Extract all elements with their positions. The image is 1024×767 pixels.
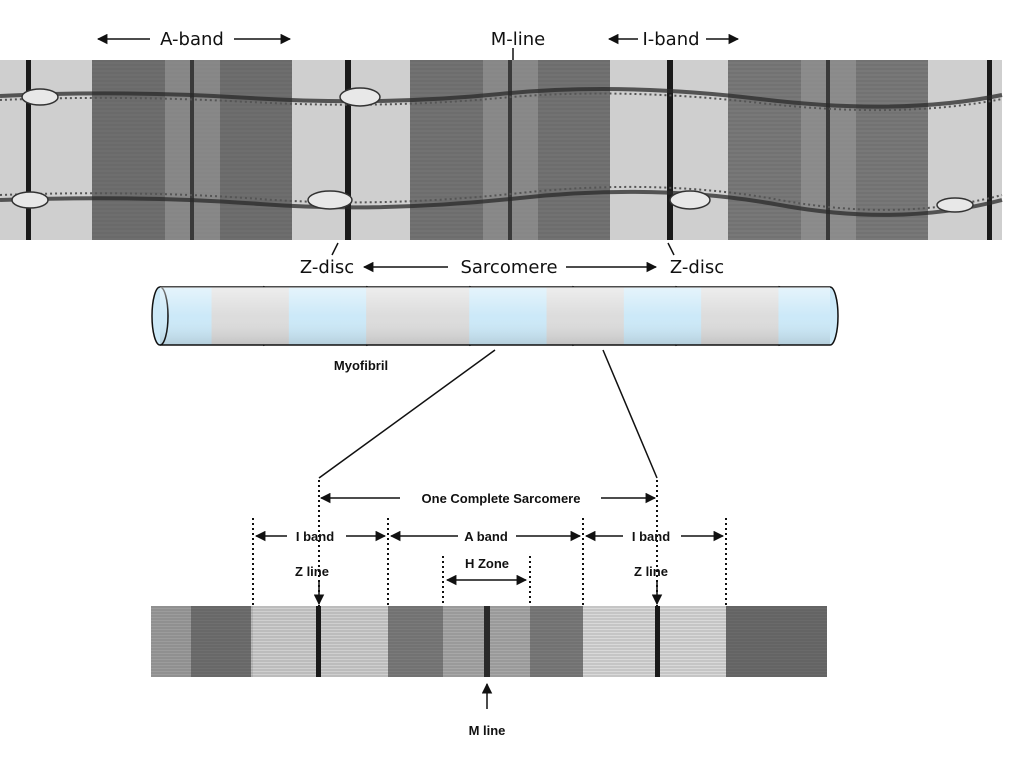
aband-label: A band [464,529,508,544]
sarcomere-micrograph [151,606,827,677]
z-disc-left-label: Z-disc [300,257,354,278]
micro-zline-right [655,606,660,677]
em-z-disc-3 [667,60,673,240]
micro-mline [484,606,490,677]
em-z-disc-1 [26,60,31,240]
em-m-line-2 [508,60,512,240]
iband-left-label: I band [296,529,334,544]
i-band-label: I-band [642,29,699,50]
sarcomere-label: Sarcomere [460,257,557,278]
hzone-label: H Zone [465,556,509,571]
myofibril-label: Myofibril [334,358,388,373]
z-disc-right-label: Z-disc [670,257,724,278]
mline-label: M line [469,723,506,738]
sarcomere-diagram: One Complete Sarcomere I band A band I b… [253,480,726,608]
myofibril-right-cap [830,287,838,345]
zline-left-label: Z line [295,564,329,579]
em-z-disc-2 [345,60,351,240]
zoom-line-right [603,350,657,478]
complete-sarcomere-label: One Complete Sarcomere [422,491,581,506]
zline-right-label: Z line [634,564,668,579]
myofibril-ends [152,287,838,345]
iband-right-label: I band [632,529,670,544]
z-disc-left-pointer [332,243,338,255]
micro-zline-left [316,606,321,677]
a-band-label: A-band [160,29,224,50]
z-disc-right-pointer [668,243,674,255]
m-line-label: M-line [491,29,546,50]
em-micrograph [0,60,1002,240]
em-m-line-1 [190,60,194,240]
em-z-disc-4 [987,60,992,240]
